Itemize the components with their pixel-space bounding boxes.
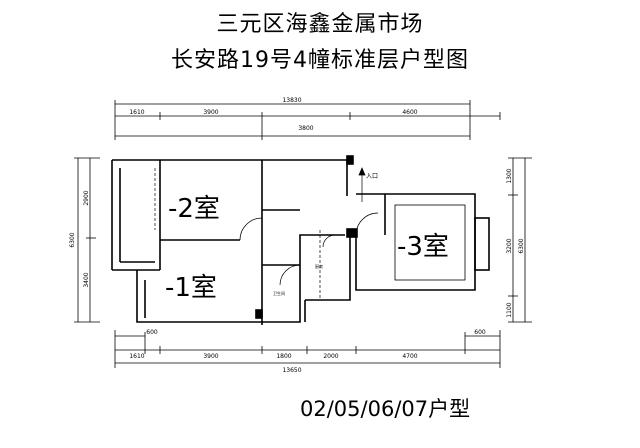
- dim-left-lower: 3400: [83, 272, 90, 287]
- kitchen-label: 厨房: [315, 263, 323, 269]
- dim-right-mid: 3200: [506, 238, 513, 253]
- dim-bottom-small-right: 600: [474, 329, 486, 336]
- dim-top-seg-1: 1610: [129, 109, 144, 116]
- room-label-b: -1室: [165, 273, 217, 303]
- dim-bottom-seg-1: 1610: [129, 353, 144, 360]
- dim-bottom-seg-2: 3900: [203, 353, 218, 360]
- dim-bottom-seg-5: 4700: [402, 353, 417, 360]
- dim-bottom-total: 13650: [282, 367, 301, 374]
- entrance-label: 入口: [366, 173, 378, 180]
- unit-type-label: 02/05/06/07户型: [300, 397, 471, 421]
- title-line-2: 长安路19号4幢标准层户型图: [171, 48, 469, 73]
- dim-bottom-seg-4: 2000: [323, 353, 338, 360]
- dim-top-total: 13830: [282, 97, 301, 104]
- dim-left-total: 6300: [69, 232, 76, 247]
- dim-left-upper: 2900: [83, 190, 90, 205]
- title-line-1: 三元区海鑫金属市场: [216, 12, 424, 37]
- dim-right-bottom: 1100: [506, 302, 513, 317]
- dim-top-seg-3: 4600: [402, 109, 417, 116]
- room-label-a: -2室: [168, 194, 220, 224]
- toilet-label: 卫生间: [273, 290, 285, 296]
- dim-bottom-seg-3: 1800: [276, 353, 291, 360]
- dim-right-total: 6300: [518, 238, 525, 253]
- dim-top-seg-2: 3900: [203, 109, 218, 116]
- dim-top-inner: 3800: [298, 125, 313, 132]
- room-label-c: -3室: [397, 232, 449, 262]
- dim-bottom-small-left: 600: [146, 329, 158, 336]
- dim-right-top: 1300: [506, 168, 513, 183]
